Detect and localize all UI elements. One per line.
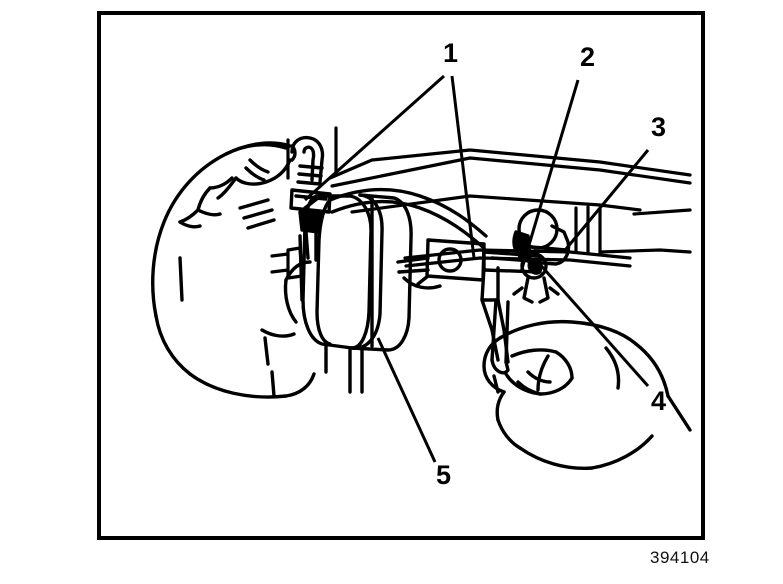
left-hand (151, 141, 316, 399)
held-rod (490, 298, 510, 394)
right-hand (482, 319, 692, 471)
callout-label-2: 2 (580, 42, 596, 72)
leader-1b (450, 75, 476, 259)
figure-number: 394104 (650, 548, 710, 567)
callout-label-1: 1 (443, 38, 459, 68)
callout-label-3: 3 (651, 112, 667, 142)
leader-2 (519, 79, 580, 273)
callout-leader-lines (304, 74, 650, 463)
figure-border (97, 11, 705, 540)
leader-3 (564, 149, 650, 250)
booster-rear-flange (270, 246, 304, 280)
vacuum-hose-connector (289, 135, 332, 262)
illustration-linework (151, 74, 692, 471)
leader-1a (304, 74, 445, 202)
leader-5 (376, 337, 437, 463)
callout-label-4: 4 (651, 386, 667, 416)
leader-4 (535, 260, 650, 387)
callout-label-5: 5 (436, 460, 452, 490)
